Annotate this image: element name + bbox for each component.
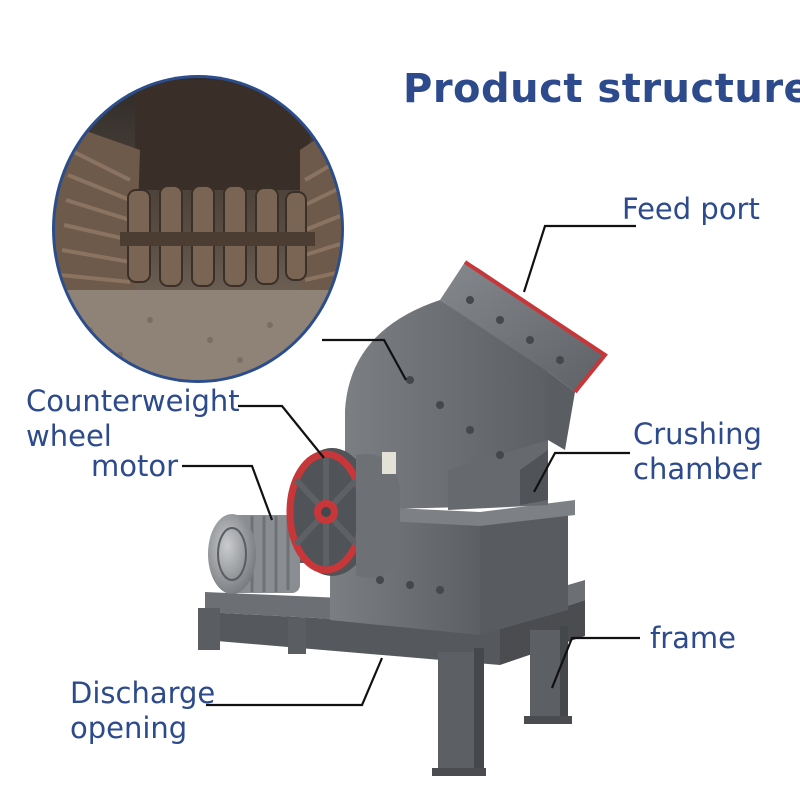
leader-discharge-opening xyxy=(206,657,384,707)
label-counterweight-wheel-line1: Counterweight xyxy=(26,384,240,418)
label-crushing-chamber-line1: Crushing xyxy=(633,417,762,451)
leader-frame xyxy=(550,636,640,689)
leader-counterweight-wheel xyxy=(238,404,325,459)
leader-feed-port xyxy=(522,224,636,293)
inset-interior-view xyxy=(52,75,344,383)
leader-crushing-chamber xyxy=(533,451,630,493)
label-frame: frame xyxy=(650,621,736,655)
leader-lines xyxy=(182,224,640,707)
label-discharge-opening-line1: Discharge xyxy=(70,676,216,710)
label-discharge-opening-line2: opening xyxy=(70,711,188,745)
motor-illustration xyxy=(208,514,318,594)
label-crushing-chamber-line2: chamber xyxy=(633,452,762,486)
counterweight-wheel-illustration xyxy=(286,448,400,578)
diagram-title: Product structure xyxy=(403,66,800,112)
label-feed-port: Feed port xyxy=(622,192,760,226)
leader-inset xyxy=(322,338,407,381)
label-motor: motor xyxy=(91,449,179,483)
leader-motor xyxy=(182,464,274,521)
hammer-crusher xyxy=(198,260,608,776)
label-counterweight-wheel-line2: wheel xyxy=(26,419,112,453)
